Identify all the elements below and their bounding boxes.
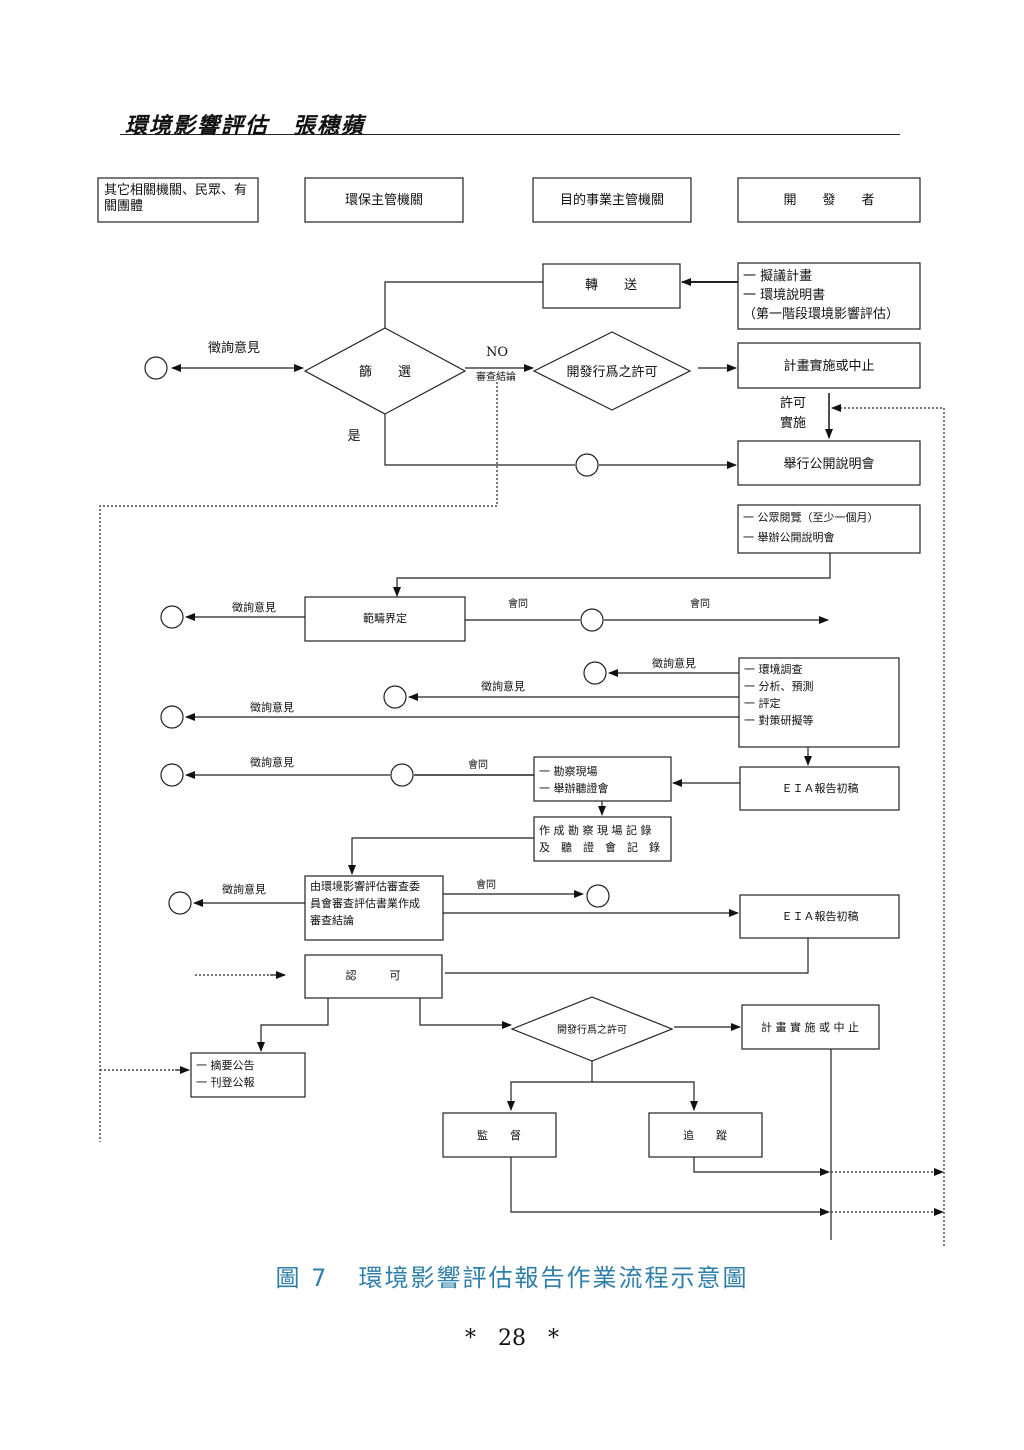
consult-label-7: 徵詢意見 [222, 882, 266, 896]
others-terminal-4 [160, 763, 184, 787]
site-visit-concur-circle [390, 763, 414, 787]
committee-line-1: 由環境影響評估審查委 [310, 879, 420, 893]
eia-draft2-box [739, 894, 900, 939]
concur-label-1: 會同 [508, 597, 528, 610]
eia-draft1-box [739, 766, 900, 811]
permit-implement-label-2: 實施 [780, 415, 806, 431]
record-line-2: 及 聽 證 會 記 錄 [539, 840, 660, 854]
approve-box [304, 954, 443, 999]
review-conclusion-label: 審查結論 [476, 370, 516, 383]
column-epa-label: 環保主管機關 [345, 193, 423, 208]
implement1-label: 計畫實施或中止 [783, 358, 874, 374]
column-epa-box [304, 177, 464, 223]
transfer-box [542, 263, 681, 309]
column-competent-label: 目的事業主管機關 [560, 192, 664, 208]
transfer-label: 轉 送 [585, 278, 637, 293]
screen-label: 篩 選 [359, 365, 411, 380]
consult-label-1: 徵詢意見 [208, 340, 260, 356]
consult-label-4: 徵詢意見 [481, 679, 525, 693]
survey-item-2: 一 分析、預測 [744, 679, 814, 693]
site-visit-item-2: 一 舉辦聽證會 [539, 781, 609, 795]
eia-draft2-label: ＥＩＡ報告初稿 [782, 909, 859, 923]
yes-connector-circle [575, 453, 599, 477]
announce-box [190, 1052, 306, 1098]
public-meeting-box [737, 440, 921, 486]
implement1-box [737, 342, 921, 389]
consult-label-3: 徵詢意見 [652, 656, 696, 670]
public-review-item-1: 一 公眾閱覽（至少一個月） [743, 511, 879, 524]
others-terminal-3 [160, 705, 184, 729]
public-review-item-2: 一 舉辦公開說明會 [743, 530, 835, 544]
committee-line-2: 員會審查評估書業作成 [310, 896, 420, 910]
plan-list-box [737, 262, 921, 330]
permit-implement-label-1: 許可 [780, 396, 806, 411]
survey-box [738, 657, 900, 748]
others-terminal-5 [168, 891, 192, 915]
scoping-concur-circle [580, 608, 604, 632]
permit1-label: 開發行爲之許可 [566, 365, 657, 380]
approve-label: 認 可 [346, 968, 401, 982]
column-others-box [97, 177, 259, 223]
record-line-1: 作 成 勘 察 現 場 記 錄 [539, 823, 651, 837]
announce-item-2: 一 刊登公報 [196, 1075, 255, 1089]
concur-label-2: 會同 [690, 597, 710, 610]
committee-line-3: 審查結論 [310, 913, 354, 927]
public-review-box [737, 504, 921, 554]
survey-item-3: 一 評定 [744, 696, 781, 710]
permit1-diamond [532, 331, 692, 411]
survey-item-1: 一 環境調查 [744, 662, 803, 676]
figure-number: 圖 7 [275, 1264, 329, 1292]
consult-label-6: 徵詢意見 [250, 755, 294, 769]
plan-item-1: 一 擬議計畫 [743, 268, 812, 284]
supervise-label: 監 督 [477, 1128, 521, 1142]
committee-concur-circle [586, 884, 610, 908]
scoping-label: 範疇界定 [363, 611, 407, 625]
plan-item-2: 一 環境說明書 [743, 287, 825, 303]
column-others-label-1: 其它相關機關、民眾、有 [104, 182, 247, 198]
others-terminal-1 [144, 356, 168, 380]
competent-terminal-survey [583, 661, 607, 685]
column-developer-label: 開 發 者 [783, 193, 874, 208]
eia-draft1-label: ＥＩＡ報告初稿 [782, 781, 859, 795]
scoping-box [304, 596, 466, 642]
plan-item-3: （第一階段環境影響評估） [743, 306, 899, 322]
yes-label: 是 [347, 429, 360, 444]
supervise-box [442, 1112, 557, 1158]
page-number: * 28 * [465, 1326, 559, 1351]
epa-terminal-survey [383, 685, 407, 709]
announce-item-1: 一 摘要公告 [196, 1058, 255, 1072]
header-rule [120, 134, 900, 135]
column-others-label-2: 關團體 [104, 199, 143, 214]
implement2-box [741, 1004, 880, 1050]
column-developer-box [737, 177, 921, 223]
figure-caption: 圖 7 環境影響評估報告作業流程示意圖 [0, 1258, 1024, 1293]
survey-item-4: 一 對策研擬等 [744, 713, 814, 727]
implement2-label: 計 畫 實 施 或 中 止 [761, 1020, 859, 1034]
others-terminal-2 [160, 605, 184, 629]
concur-label-4: 會同 [476, 878, 496, 891]
site-visit-item-1: 一 勘察現場 [539, 764, 598, 778]
record-box [533, 816, 672, 862]
track-box [648, 1112, 763, 1158]
column-competent-box [532, 177, 692, 223]
figure-title: 環境影響評估報告作業流程示意圖 [358, 1264, 749, 1292]
permit2-label: 開發行爲之許可 [557, 1023, 627, 1036]
consult-label-5: 徵詢意見 [250, 700, 294, 714]
public-meeting-label: 舉行公開說明會 [783, 456, 874, 472]
committee-box [304, 875, 444, 941]
screen-diamond [303, 327, 467, 415]
permit2-diamond [510, 996, 674, 1062]
no-label: NO [486, 345, 508, 360]
concur-label-3: 會同 [468, 758, 488, 771]
track-label: 追 蹤 [683, 1128, 727, 1142]
consult-label-2: 徵詢意見 [232, 600, 276, 614]
